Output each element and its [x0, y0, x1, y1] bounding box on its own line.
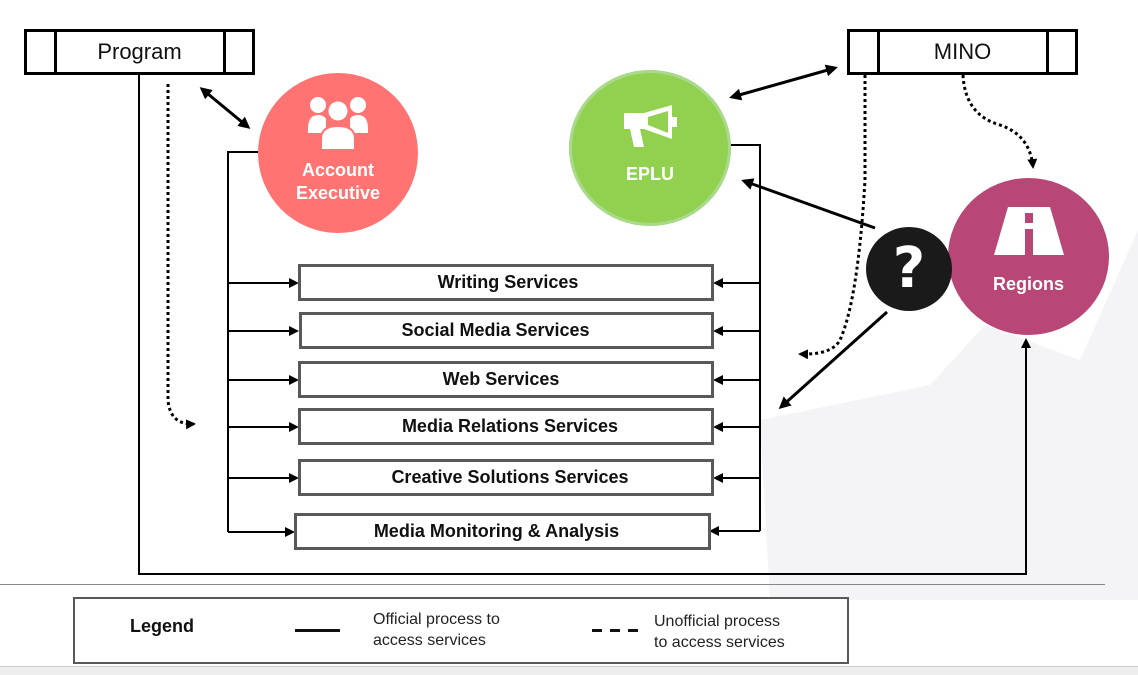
mino-regions-dotted: [961, 74, 1038, 169]
service-label: Creative Solutions Services: [391, 467, 629, 487]
actor-bar-right: [223, 32, 226, 72]
actor-bar-right: [1046, 32, 1049, 72]
mino-services-dotted: [798, 75, 867, 360]
question-mark-icon: ?: [892, 236, 926, 301]
unknown-node: ?: [866, 227, 952, 311]
eplu-node: EPLU: [569, 70, 731, 226]
program-ae-arrow: [199, 87, 251, 129]
legend-official-text: Official process to access services: [373, 609, 500, 651]
mino-actor: MINO: [847, 29, 1078, 75]
service-media-monitoring: Media Monitoring & Analysis: [294, 513, 711, 550]
service-label: Media Monitoring & Analysis: [373, 521, 620, 541]
eplu-bus-line: [728, 144, 761, 531]
people-group-icon: [308, 97, 368, 151]
service-label: Social Media Services: [401, 320, 590, 340]
program-to-regions-line: [138, 73, 1031, 575]
bottom-strip: [0, 666, 1138, 675]
service-label: Web Services: [442, 369, 560, 389]
service-label: Writing Services: [437, 272, 579, 292]
account-executive-label: Account Executive: [296, 159, 380, 205]
eplu-mino-arrow: [729, 64, 838, 101]
legend-text-line: Unofficial process: [654, 613, 780, 630]
eplu-label: EPLU: [625, 163, 674, 184]
mino-label: MINO: [933, 39, 992, 64]
program-actor: Program: [24, 29, 255, 75]
separator-line: [0, 584, 1105, 585]
service-social-media: Social Media Services: [299, 312, 714, 349]
label-line-1: Account: [302, 160, 374, 180]
question-to-services-arrow: [778, 310, 889, 410]
account-executive-node: Account Executive: [258, 73, 418, 233]
actor-bar-left: [54, 32, 57, 72]
service-label: Media Relations Services: [401, 416, 619, 436]
program-dotted-line: [166, 84, 196, 430]
regions-label: Regions: [992, 274, 1064, 294]
legend-solid-line-swatch: [295, 629, 340, 632]
program-label: Program: [97, 39, 182, 64]
legend-text-line: to access services: [654, 634, 785, 651]
service-writing: Writing Services: [298, 264, 714, 301]
service-web: Web Services: [298, 361, 714, 398]
legend-title: Legend: [130, 616, 195, 636]
service-media-relations: Media Relations Services: [298, 408, 714, 445]
ae-bus-line: [227, 151, 259, 532]
service-creative-solutions: Creative Solutions Services: [298, 459, 714, 496]
legend-dashed-line-swatch: [592, 629, 638, 632]
legend-box: Legend Official process to access servic…: [73, 597, 849, 664]
regions-node: Regions: [948, 178, 1109, 335]
label-line-2: Executive: [295, 183, 381, 203]
question-to-eplu-arrow: [741, 178, 876, 230]
legend-text-line: access services: [373, 632, 486, 649]
legend-text-line: Official process to: [373, 611, 500, 628]
megaphone-icon: [624, 104, 677, 147]
legend-unofficial-text: Unofficial process to access services: [654, 611, 785, 653]
road-icon: [993, 207, 1064, 255]
actor-bar-left: [877, 32, 880, 72]
